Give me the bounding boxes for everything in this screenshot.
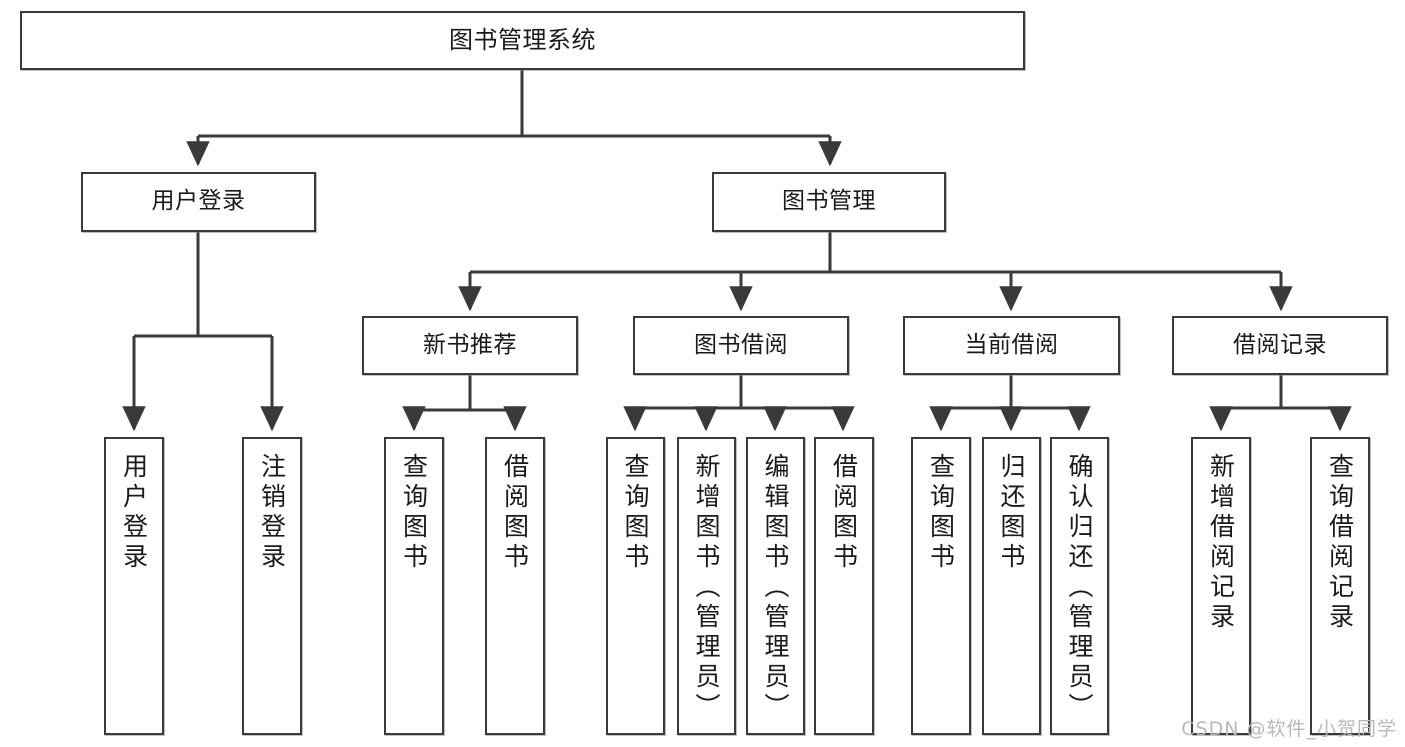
node-current-borrow[interactable]: 当前借阅 <box>903 316 1120 375</box>
leaf-query-book-borrow[interactable]: 查询图书 <box>606 437 665 735</box>
leaf-borrow-book-recommend[interactable]: 借阅图书 <box>485 437 545 735</box>
node-label: 查询图书 <box>399 453 429 573</box>
node-label: 当前借阅 <box>964 331 1059 358</box>
leaf-user-login[interactable]: 用户登录 <box>104 437 164 735</box>
node-new-book-recommend[interactable]: 新书推荐 <box>362 316 578 375</box>
leaf-edit-book-admin[interactable]: 编辑图书（管理员） <box>746 437 805 735</box>
node-label: 新书推荐 <box>423 331 517 358</box>
leaf-add-borrow-record[interactable]: 新增借阅记录 <box>1191 437 1251 735</box>
node-book-management[interactable]: 图书管理 <box>712 172 946 232</box>
node-label: 查询借阅记录 <box>1325 453 1355 633</box>
node-label: 注销登录 <box>257 453 287 573</box>
leaf-borrow-book[interactable]: 借阅图书 <box>814 437 874 735</box>
node-label: 新增借阅记录 <box>1206 453 1236 633</box>
node-label: 图书借阅 <box>694 331 788 358</box>
node-label: 图书管理系统 <box>449 26 596 55</box>
node-label: 确认归还（管理员） <box>1065 453 1094 723</box>
leaf-query-borrow-record[interactable]: 查询借阅记录 <box>1310 437 1370 735</box>
node-label: 用户登录 <box>119 453 149 573</box>
node-label: 新增图书（管理员） <box>692 453 721 723</box>
node-label: 借阅图书 <box>829 453 859 573</box>
node-label: 图书管理 <box>782 188 876 215</box>
node-label: 用户登录 <box>151 188 246 215</box>
node-label: 借阅图书 <box>500 453 530 573</box>
leaf-confirm-return-admin[interactable]: 确认归还（管理员） <box>1050 437 1109 735</box>
csdn-watermark: CSDN @软件_小贺同学 <box>1181 718 1397 740</box>
node-label: 借阅记录 <box>1233 331 1327 358</box>
leaf-query-book-current[interactable]: 查询图书 <box>911 437 971 735</box>
node-label: 归还图书 <box>997 453 1026 573</box>
leaf-query-book-recommend[interactable]: 查询图书 <box>384 437 444 735</box>
node-user-login[interactable]: 用户登录 <box>81 172 316 232</box>
node-borrow-record[interactable]: 借阅记录 <box>1172 316 1388 375</box>
node-label: 查询图书 <box>926 453 956 573</box>
node-book-borrow[interactable]: 图书借阅 <box>633 316 849 375</box>
node-label: 编辑图书（管理员） <box>761 453 790 723</box>
leaf-logout[interactable]: 注销登录 <box>242 437 302 735</box>
leaf-add-book-admin[interactable]: 新增图书（管理员） <box>677 437 736 735</box>
node-label: 查询图书 <box>621 453 650 573</box>
node-root-system[interactable]: 图书管理系统 <box>20 11 1025 70</box>
leaf-return-book[interactable]: 归还图书 <box>982 437 1041 735</box>
